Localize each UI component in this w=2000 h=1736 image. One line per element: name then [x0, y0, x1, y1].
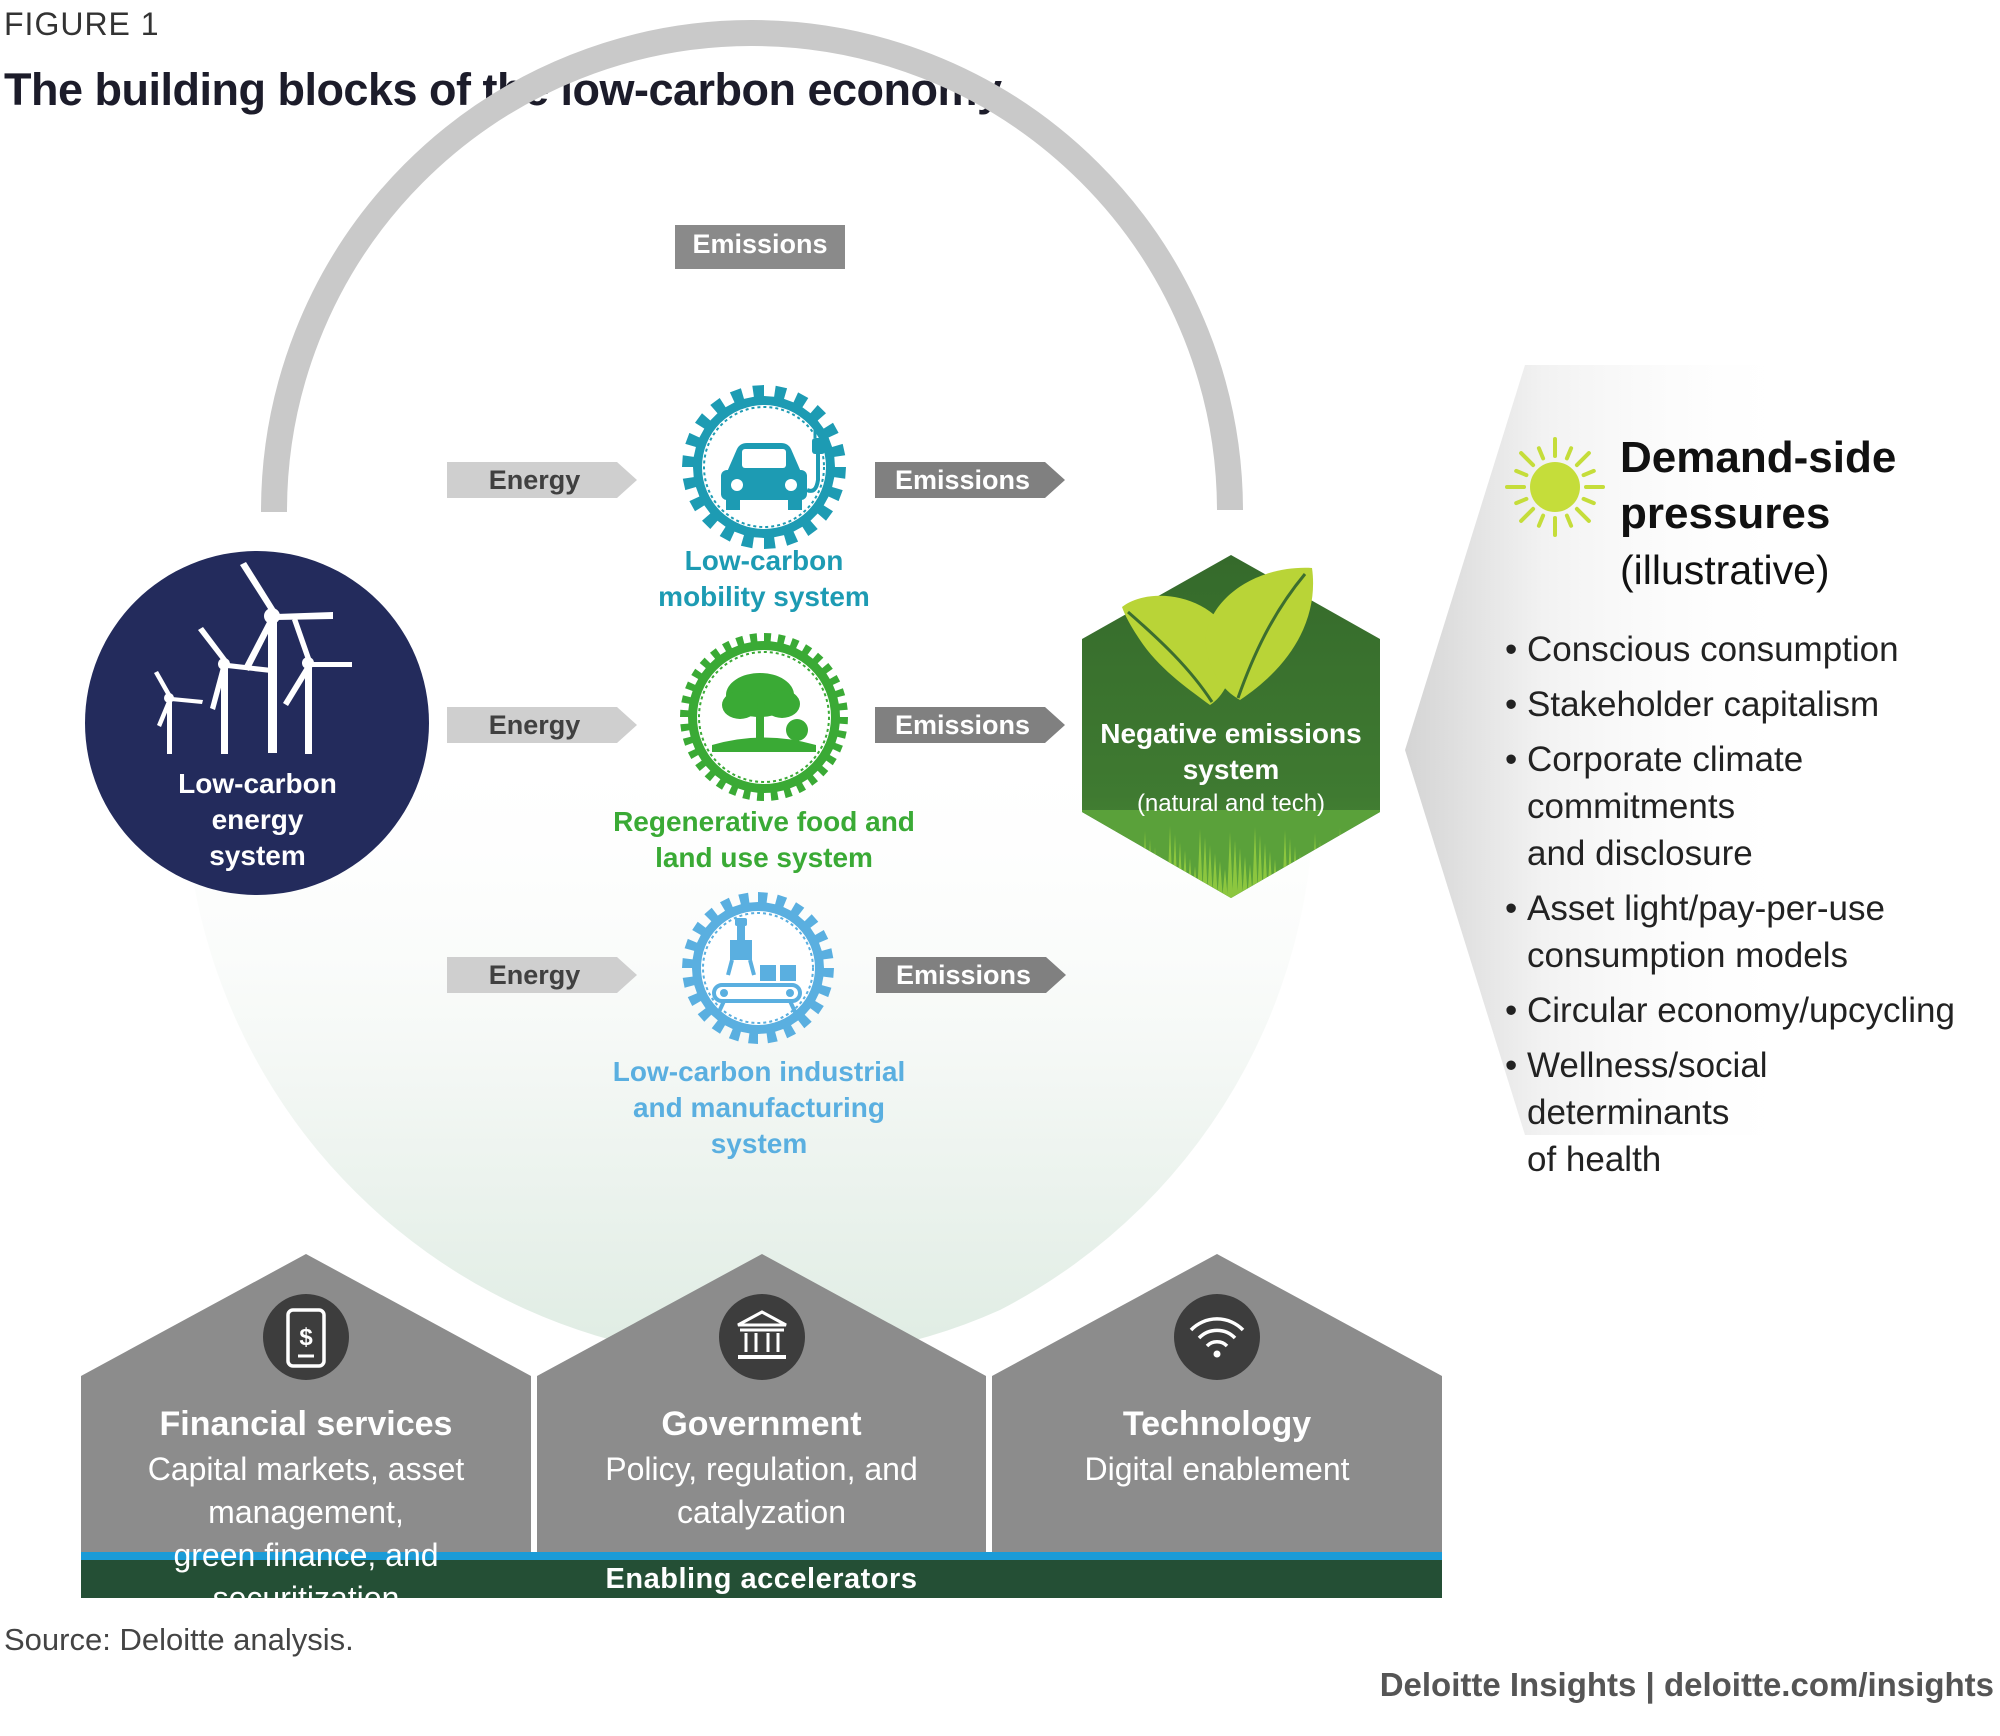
demand-side-title-line2: pressures: [1620, 489, 1831, 538]
pillar-financial-text: Financial services Capital markets, asse…: [81, 1405, 531, 1620]
conveyor-icon: [682, 892, 834, 1044]
negative-emissions-line2: system: [1182, 754, 1280, 785]
pillar-financial-sub2: green finance, and securitization: [173, 1537, 439, 1616]
top-emissions-label: Emissions: [692, 229, 828, 259]
demand-side-heading: Demand-side pressures (illustrative): [1620, 430, 1960, 598]
pillar-government-text: Government Policy, regulation, and catal…: [537, 1405, 986, 1534]
pillar-technology-title: Technology: [1122, 1405, 1312, 1443]
wind-turbine-icon: [154, 562, 352, 754]
emissions-label-1: Emissions: [894, 465, 1031, 495]
emissions-label-2: Emissions: [894, 710, 1031, 740]
pillar-technology-sub1: Digital enablement: [1084, 1451, 1350, 1487]
energy-system-line2: energy system: [209, 804, 306, 871]
emissions-label-3: Emissions: [895, 960, 1032, 990]
energy-system-circle: [85, 551, 429, 895]
energy-arrow-1: [447, 462, 637, 498]
emissions-arrow-1: [875, 462, 1065, 498]
negative-emissions-line3: (natural and tech): [1136, 790, 1326, 817]
list-item: Circular economy/upcycling: [1505, 987, 1975, 1034]
energy-system-label: Low-carbon energy system: [160, 766, 355, 874]
top-emissions-box: [675, 225, 845, 269]
pillar-financial: [81, 1254, 531, 1552]
enabling-bar-blue: [81, 1552, 1442, 1560]
pillar-government: [537, 1254, 986, 1552]
sun-icon: [1505, 437, 1605, 537]
industrial-system-label: Low-carbon industrial and manufacturing …: [594, 1054, 924, 1162]
food-line1: Regenerative food and: [613, 806, 915, 837]
list-item: Stakeholder capitalism: [1505, 681, 1975, 728]
pillar-financial-sub1: Capital markets, asset management,: [147, 1451, 465, 1530]
industrial-line2: and manufacturing: [632, 1092, 885, 1123]
mobile-dollar-icon: $: [263, 1294, 349, 1380]
figure-label: FIGURE 1: [4, 6, 160, 42]
mobility-line1: Low-carbon: [684, 545, 844, 576]
emissions-arrow-2: [875, 707, 1065, 743]
source-note: Source: Deloitte analysis.: [4, 1622, 354, 1657]
enabling-bar-label: Enabling accelerators: [605, 1563, 918, 1595]
negative-emissions-line1: Negative emissions: [1100, 718, 1362, 749]
enabling-bar: [81, 1560, 1442, 1598]
top-arc: [260, 20, 1243, 513]
food-line2: land use system: [655, 842, 873, 873]
bank-icon: [719, 1294, 805, 1380]
tree-icon: [680, 633, 848, 801]
energy-system-line1: Low-carbon: [178, 768, 337, 799]
emissions-arrow-3: [876, 957, 1066, 993]
leaves-icon: [1122, 567, 1314, 705]
negative-emissions-label: Negative emissions system (natural and t…: [1100, 716, 1362, 820]
pillar-government-sub1: Policy, regulation, and catalyzation: [605, 1451, 918, 1530]
demand-side-list: Conscious consumption Stakeholder capita…: [1505, 626, 1975, 1191]
mobility-line2: mobility system: [658, 581, 870, 612]
wifi-icon: [1174, 1294, 1260, 1380]
pillar-government-title: Government: [661, 1405, 862, 1443]
pillar-technology: [992, 1254, 1442, 1552]
energy-label-3: Energy: [488, 960, 581, 990]
pillar-financial-title: Financial services: [159, 1405, 453, 1443]
energy-label-1: Energy: [488, 465, 581, 495]
demand-side-title-line1: Demand-side: [1620, 433, 1897, 482]
food-system-label: Regenerative food and land use system: [594, 804, 934, 876]
industrial-line1: Low-carbon industrial: [612, 1056, 906, 1087]
energy-arrow-3: [447, 957, 637, 993]
mobility-system-label: Low-carbon mobility system: [614, 543, 914, 615]
svg-text:$: $: [299, 1324, 313, 1351]
energy-arrow-2: [447, 707, 637, 743]
pillar-technology-text: Technology Digital enablement: [992, 1405, 1442, 1491]
car-plug-icon: [682, 385, 846, 549]
industrial-line3: system: [710, 1128, 808, 1159]
list-item: Conscious consumption: [1505, 626, 1975, 673]
energy-label-2: Energy: [488, 710, 581, 740]
background-circle: [184, 730, 1314, 1361]
demand-side-subtitle: (illustrative): [1620, 547, 1830, 593]
brand-footer: Deloitte Insights | deloitte.com/insight…: [1379, 1666, 1994, 1703]
